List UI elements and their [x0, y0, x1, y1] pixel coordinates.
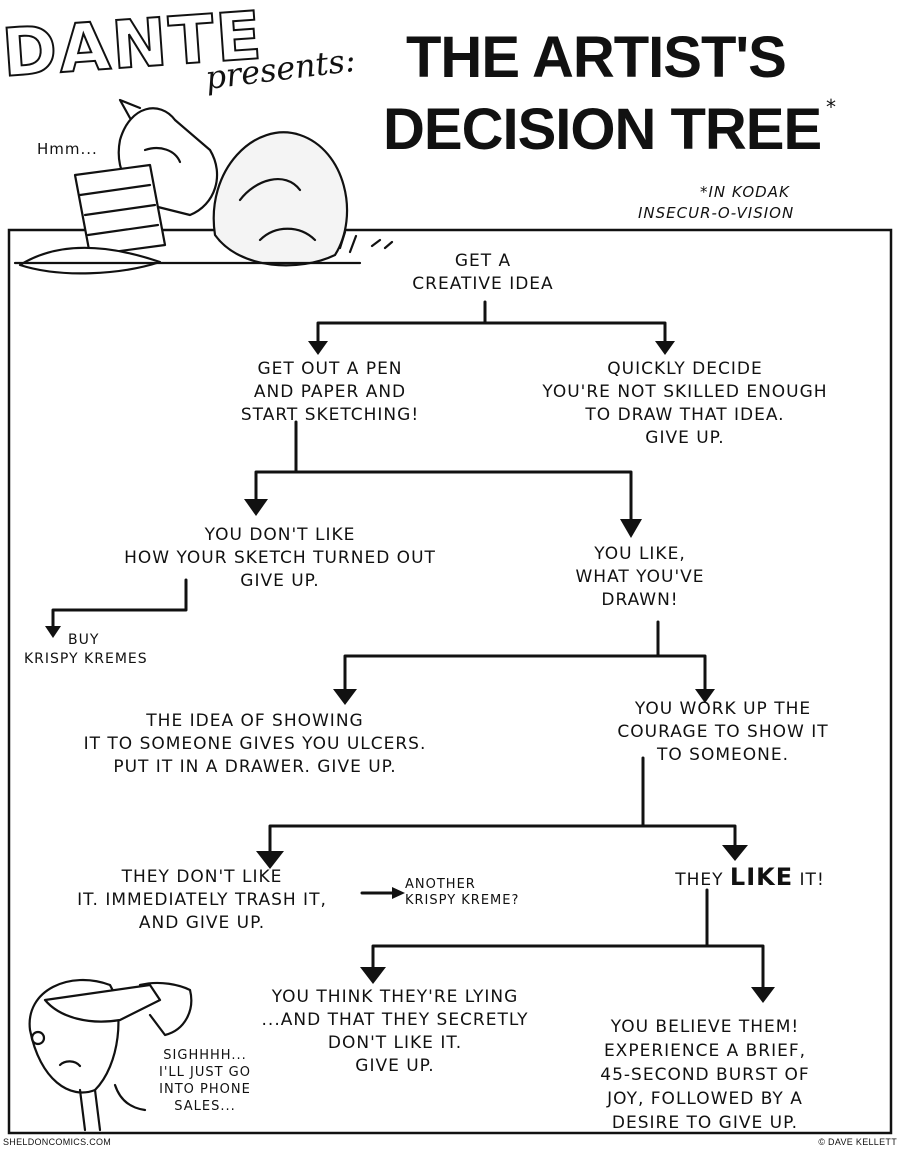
connector-sketch	[254, 420, 633, 522]
arrowhead	[722, 845, 748, 861]
node-ulcers-line: THE IDEA OF SHOWING	[146, 711, 364, 731]
node-they-like: THEY LIKE IT!	[655, 863, 845, 892]
arrowhead	[655, 341, 675, 355]
node-like-drawn: YOU LIKE, WHAT YOU'VE DRAWN!	[550, 543, 730, 612]
node-sketch-line: START SKETCHING!	[240, 405, 420, 425]
title-line-2: DECISION TREE	[383, 97, 822, 162]
node-like-drawn-line: YOU LIKE,	[594, 544, 686, 564]
node-lying: YOU THINK THEY'RE LYING ...AND THAT THEY…	[225, 986, 565, 1078]
arrowhead	[45, 626, 61, 638]
node-krispy: BUY KRISPY KREMES	[18, 631, 188, 669]
they-like-post: IT!	[799, 870, 825, 890]
arrowhead	[695, 689, 715, 703]
footer-site: SHELDONCOMICS.COM	[3, 1137, 112, 1147]
footnote-line-2: INSECUR-O-VISION	[638, 204, 795, 222]
node-dont-like-sketch-line: GIVE UP.	[240, 571, 320, 591]
arrowhead	[256, 851, 284, 869]
node-not-skilled-line: TO DRAW THAT IDEA.	[585, 405, 785, 425]
node-sketch: GET OUT A PEN AND PAPER AND START SKETCH…	[200, 358, 460, 427]
arrowhead	[751, 987, 775, 1003]
node-believe-line: DESIRE TO GIVE UP.	[611, 1113, 799, 1133]
node-courage: YOU WORK UP THE COURAGE TO SHOW IT TO SO…	[598, 698, 848, 767]
title-line-1: THE ARTIST'S	[406, 25, 787, 90]
arrowhead	[360, 967, 386, 984]
footnote-line-1: *IN KODAK	[700, 183, 790, 201]
node-they-dont-like: THEY DON'T LIKE IT. IMMEDIATELY TRASH IT…	[42, 866, 362, 935]
arrowhead	[392, 887, 405, 899]
node-krispy-line: KRISPY KREMES	[24, 651, 148, 667]
they-like-pre: THEY	[675, 870, 724, 890]
hmm-text: Hmm...	[37, 140, 98, 158]
speech-sigh: SIGHHHH... I'LL JUST GO INTO PHONE SALES…	[135, 1047, 275, 1115]
node-not-skilled-line: QUICKLY DECIDE	[607, 359, 763, 379]
node-believe-line: EXPERIENCE A BRIEF,	[603, 1041, 807, 1061]
node-ulcers-line: IT TO SOMEONE GIVES YOU ULCERS.	[83, 734, 427, 754]
connector-they-like	[371, 888, 765, 990]
node-root-line: CREATIVE IDEA	[412, 274, 554, 294]
node-lying-line: YOU THINK THEY'RE LYING	[271, 987, 519, 1007]
arrowhead	[308, 341, 328, 355]
speech-line: SALES...	[174, 1099, 236, 1114]
node-believe-line: YOU BELIEVE THEM!	[610, 1017, 800, 1037]
node-they-dont-like-line: AND GIVE UP.	[138, 913, 266, 933]
node-courage-line: YOU WORK UP THE	[634, 699, 812, 719]
connector-courage	[268, 756, 737, 854]
node-root: GET A CREATIVE IDEA	[378, 250, 588, 296]
node-sketch-line: AND PAPER AND	[253, 382, 407, 402]
connector-krispy	[51, 578, 188, 629]
node-believe-line: 45-SECOND BURST OF	[600, 1065, 810, 1085]
node-dont-like-sketch-line: HOW YOUR SKETCH TURNED OUT	[124, 548, 436, 568]
title-asterisk: *	[826, 95, 837, 119]
node-another-kreme: ANOTHER KRISPY KREME?	[405, 877, 545, 909]
dante-character-drawing	[13, 98, 394, 275]
they-like-emph: LIKE	[729, 863, 794, 891]
node-believe-line: JOY, FOLLOWED BY A	[607, 1089, 803, 1109]
arrowhead	[620, 519, 642, 538]
arrowhead	[333, 689, 357, 705]
node-they-dont-like-line: IT. IMMEDIATELY TRASH IT,	[77, 890, 327, 910]
speech-line: I'LL JUST GO	[158, 1065, 251, 1080]
node-like-drawn-line: DRAWN!	[601, 590, 679, 610]
footer-copyright: © DAVE KELLETT	[818, 1137, 897, 1147]
node-sketch-line: GET OUT A PEN	[257, 359, 403, 379]
node-lying-line: DON'T LIKE IT.	[327, 1033, 463, 1053]
node-courage-line: COURAGE TO SHOW IT	[617, 722, 829, 742]
node-they-dont-like-line: THEY DON'T LIKE	[121, 867, 283, 887]
node-courage-line: TO SOMEONE.	[657, 745, 789, 765]
node-ulcers-line: PUT IT IN A DRAWER. GIVE UP.	[113, 757, 397, 777]
node-another-kreme-line: KRISPY KREME?	[405, 893, 520, 908]
node-root-line: GET A	[454, 251, 512, 271]
node-like-drawn-line: WHAT YOU'VE	[575, 567, 705, 587]
speech-line: SIGHHHH...	[163, 1048, 247, 1063]
node-krispy-line: BUY	[68, 632, 100, 648]
node-lying-line: ...AND THAT THEY SECRETLY	[261, 1010, 529, 1030]
node-not-skilled-line: YOU'RE NOT SKILLED ENOUGH	[542, 382, 828, 402]
node-dont-like-sketch-line: YOU DON'T LIKE	[204, 525, 356, 545]
node-another-kreme-line: ANOTHER	[405, 877, 476, 892]
connector-root	[316, 300, 667, 344]
node-not-skilled: QUICKLY DECIDE YOU'RE NOT SKILLED ENOUGH…	[520, 358, 850, 450]
connector-like-drawn	[343, 620, 707, 692]
speech-line: INTO PHONE	[159, 1082, 251, 1097]
panel-border	[7, 228, 893, 1135]
arrowhead	[244, 499, 268, 516]
node-lying-line: GIVE UP.	[355, 1056, 435, 1076]
node-believe: YOU BELIEVE THEM! EXPERIENCE A BRIEF, 45…	[540, 1015, 870, 1135]
sad-character-drawing	[28, 978, 193, 1132]
node-dont-like-sketch: YOU DON'T LIKE HOW YOUR SKETCH TURNED OU…	[90, 524, 470, 593]
node-ulcers: THE IDEA OF SHOWING IT TO SOMEONE GIVES …	[60, 710, 450, 779]
node-not-skilled-line: GIVE UP.	[645, 428, 725, 448]
